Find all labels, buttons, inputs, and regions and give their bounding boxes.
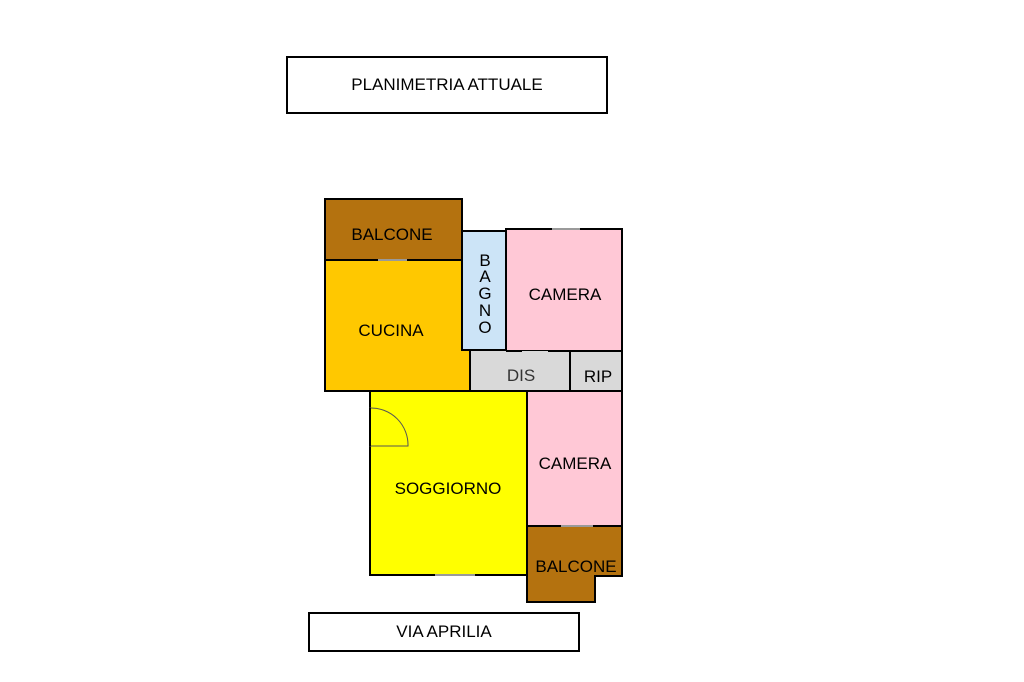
label-cucina: CUCINA [358, 321, 424, 340]
bagno-letter: A [479, 267, 491, 286]
room-rip [569, 350, 623, 392]
bagno-letter: G [478, 284, 491, 303]
room-dis [470, 351, 570, 391]
plan-title: PLANIMETRIA ATTUALE [286, 56, 608, 114]
label-balcone-top: BALCONE [351, 225, 432, 244]
bagno-letter: N [479, 301, 491, 320]
label-bagno: B A G N O [478, 251, 491, 337]
door-swing-arc [369, 407, 409, 447]
room-balcone-bottom [526, 525, 623, 603]
label-camera-top: CAMERA [529, 285, 602, 304]
street-label: VIA APRILIA [308, 612, 580, 652]
openings [378, 228, 593, 576]
label-dis: DIS [507, 366, 535, 385]
label-balcone-bottom: BALCONE [535, 557, 616, 576]
bagno-letter: B [479, 251, 490, 270]
label-camera-bottom: CAMERA [539, 454, 612, 473]
bagno-letter: O [478, 318, 491, 337]
walls [469, 350, 570, 392]
label-rip: RIP [584, 367, 612, 386]
label-soggiorno: SOGGIORNO [395, 479, 502, 498]
